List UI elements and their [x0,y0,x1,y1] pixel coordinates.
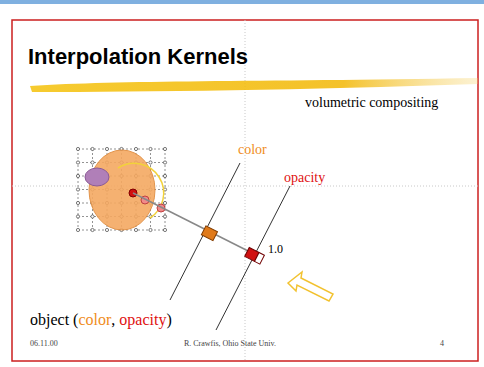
color-plane [170,163,240,300]
opacity-value: 1.0 [268,243,283,256]
slide-frame [12,20,478,361]
ray [133,193,262,258]
caption-part: opacity [119,311,166,329]
sample-grid [76,147,166,231]
slide-title: Interpolation Kernels [28,44,248,70]
guide-line [245,20,246,361]
object-blob [89,150,155,230]
footer-author: R. Crawfis, Ohio State Univ. [184,340,276,349]
guide-line [12,186,478,187]
plane-label: opacity [284,170,325,185]
caption-part: , [111,311,119,329]
opacity-sample [245,247,265,264]
view-arrow [288,272,333,301]
subtitle: volumetric compositing [305,95,438,110]
caption-part: ) [166,311,171,329]
caption-part: color [78,311,111,329]
kernel-arc [118,163,164,218]
caption-part: object ( [30,311,78,329]
opacity-plane [216,186,290,330]
page-number: 4 [440,340,444,349]
color-sample [201,226,217,241]
object-blob [85,168,109,186]
footer-date: 06.11.00 [30,340,58,349]
top-bar [0,0,484,4]
brush-stroke [30,78,478,92]
plane-label: color [238,142,267,157]
